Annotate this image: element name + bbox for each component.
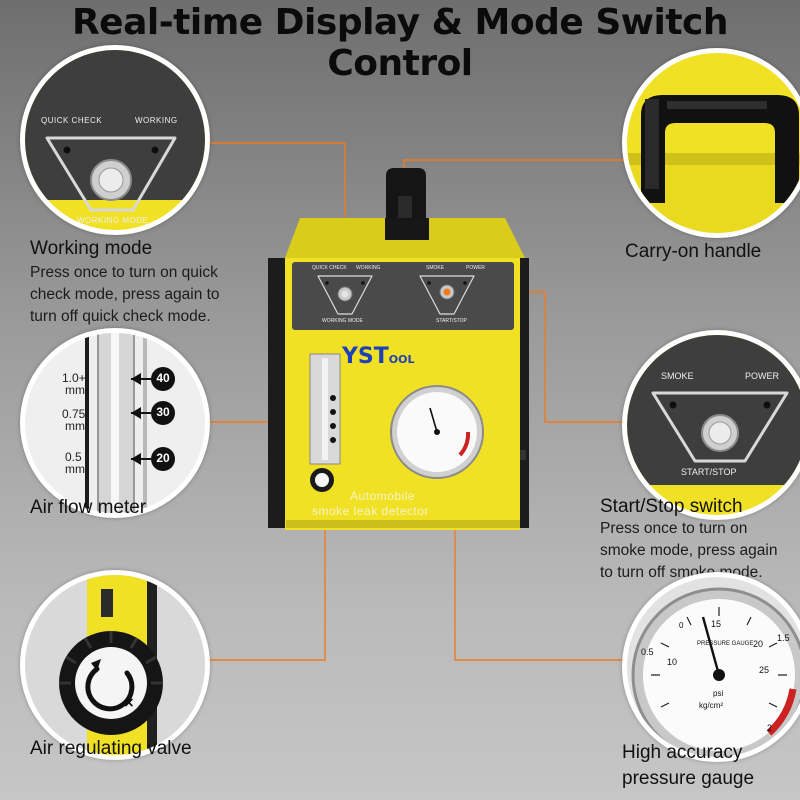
flow-row1-unit: 1.0+ <box>62 371 86 385</box>
air-regulating-valve-title: Air regulating valve <box>30 738 192 759</box>
gauge-tick: 2 <box>767 723 773 733</box>
device-label-line2: smoke leak detector <box>312 504 429 518</box>
air-flow-meter-title: Air flow meter <box>30 497 147 518</box>
gauge-unit-kg: kg/cm² <box>699 701 723 710</box>
brand-logo: YSTOOL <box>342 344 415 369</box>
zoom-working-label: WORKING <box>135 116 178 125</box>
device-label-line1: Automobile <box>350 489 416 503</box>
start-stop-switch-description: Press once to turn on smoke mode, press … <box>600 518 777 584</box>
flow-row1-mm: mm <box>65 383 85 397</box>
valve-line <box>190 488 326 661</box>
page-title: Real-time Display & Mode Switch Control <box>71 2 729 84</box>
panel-start-stop-label: START/STOP <box>436 318 467 324</box>
working-mode-desc-line: Press once to turn on quick <box>30 264 218 281</box>
pressure-gauge-zoom: 0 0.5 10 15 1.5 20 25 2 PRESSURE GAUGE p… <box>622 572 800 762</box>
working-mode-desc-line: turn off quick check mode. <box>30 308 211 325</box>
start-stop-desc-line: Press once to turn on <box>600 520 748 537</box>
carry-on-handle-title: Carry-on handle <box>625 241 762 262</box>
panel-smoke-label: SMOKE <box>426 265 445 271</box>
control-panel <box>292 262 514 330</box>
gauge-label: PRESSURE GAUGE <box>697 641 754 647</box>
zoom-start-stop-label: START/STOP <box>681 467 737 477</box>
gauge-tick: 0.5 <box>641 647 654 657</box>
flow-row2-mm: mm <box>65 419 85 433</box>
working-mode-title: Working mode <box>30 238 153 259</box>
gauge-tick: 20 <box>753 639 764 649</box>
flow-row2-value: 30 <box>156 405 170 419</box>
working-mode-description: Press once to turn on quick check mode, … <box>30 262 220 328</box>
working-mode-zoom: QUICK CHECK WORKING WORKING MODE <box>20 45 210 235</box>
gauge-tick: 10 <box>667 657 678 667</box>
brand-main: YST <box>342 344 389 369</box>
flow-row3-mm: mm <box>65 462 85 476</box>
start-stop-switch-title: Start/Stop switch <box>600 496 743 517</box>
brand-small: OOL <box>388 353 415 366</box>
pressure-gauge-title-line: pressure gauge <box>622 768 755 789</box>
gauge-unit-psi: psi <box>713 689 724 698</box>
panel-power-label: POWER <box>466 265 485 271</box>
working-mode-desc-line: check mode, press again to <box>30 286 220 303</box>
gauge-tick: 0 <box>679 621 684 630</box>
panel-quick-check-label: QUICK CHECK <box>312 265 347 271</box>
pressure-gauge-title: High accuracy pressure gauge <box>622 740 754 792</box>
gauge-tick: 15 <box>711 619 722 629</box>
flow-row3-value: 20 <box>156 451 170 465</box>
air-regulating-valve-zoom: × <box>20 570 210 760</box>
flow-row1-value: 40 <box>156 371 170 385</box>
air-flow-meter-zoom: 1.0+ mm 0.75 mm 0.5 mm 40 30 20 <box>20 328 210 518</box>
gauge-tick: 25 <box>759 665 770 675</box>
gauge-needle <box>701 616 721 676</box>
flow-row3-unit: 0.5 <box>65 450 82 464</box>
start-stop-desc-line: smoke mode, press again <box>600 542 778 559</box>
pressure-gauge-title-line: High accuracy <box>622 742 743 763</box>
start-stop-switch-zoom: SMOKE POWER START/STOP <box>622 330 800 520</box>
svg-text:×: × <box>123 695 135 711</box>
zoom-smoke-label: SMOKE <box>661 371 694 381</box>
panel-working-mode-label: WORKING MODE <box>322 318 363 324</box>
panel-working-label: WORKING <box>356 265 381 271</box>
zoom-quick-check-label: QUICK CHECK <box>41 116 103 125</box>
carry-on-handle-zoom <box>622 48 800 238</box>
zoom-power-label: POWER <box>745 371 780 381</box>
zoom-working-mode-label: WORKING MODE <box>77 216 149 225</box>
flow-row2-unit: 0.75 <box>62 407 86 421</box>
gauge-tick: 1.5 <box>777 633 790 643</box>
handle-grip <box>641 95 799 203</box>
